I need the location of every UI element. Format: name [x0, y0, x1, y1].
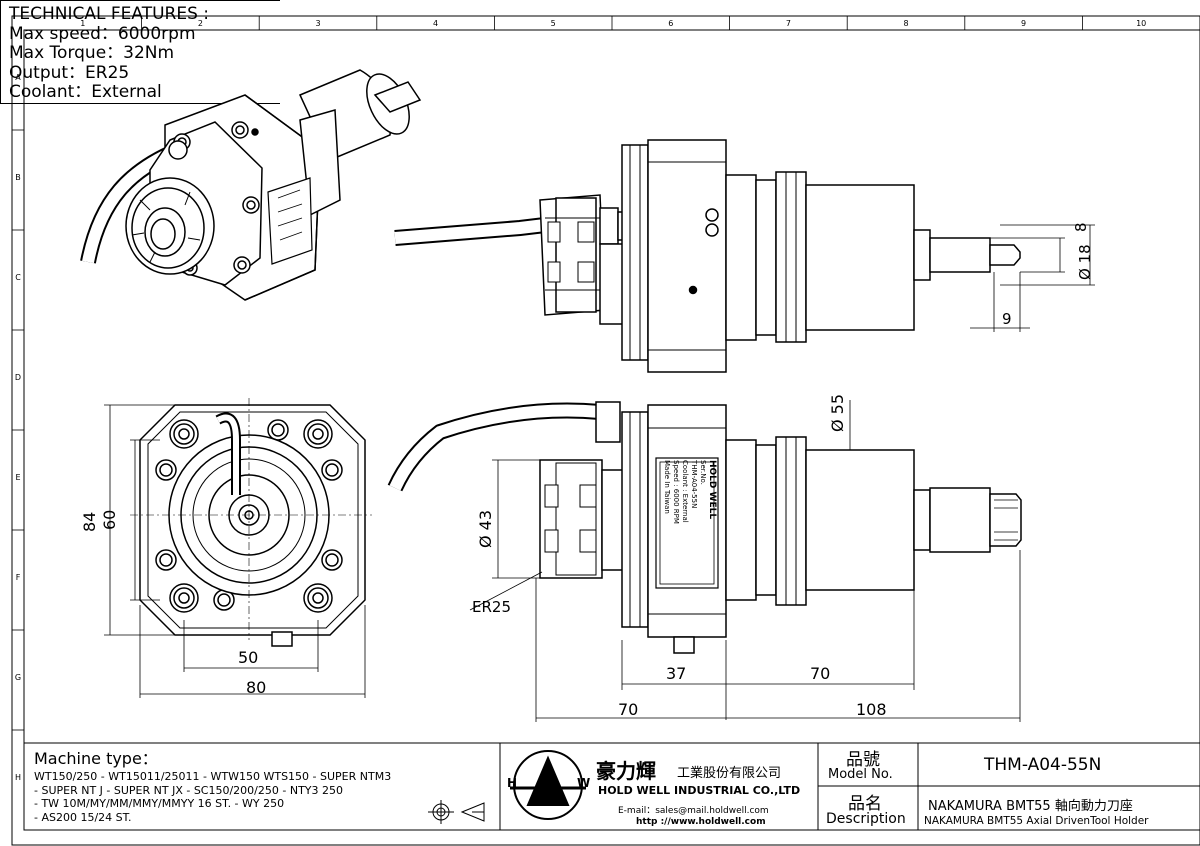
dim-body-diameter: Ø 55 [828, 393, 847, 432]
zone-column-label: 2 [198, 19, 203, 28]
dims-side-top [970, 224, 1095, 332]
dim-side-37: 37 [666, 664, 687, 683]
dim-collet-diameter: Ø 43 [476, 509, 495, 548]
zone-row-label: H [15, 773, 21, 782]
dim-side-108: 108 [856, 700, 887, 719]
dim-front-width-inner: 50 [238, 648, 259, 667]
zone-column-label: 4 [433, 19, 438, 28]
zone-column-label: 7 [786, 19, 791, 28]
title-block-grid [24, 742, 1200, 830]
zone-column-label: 3 [315, 19, 320, 28]
technical-features-panel: TECHNICAL FEATURES : Max speed：6000rpm M… [0, 0, 280, 104]
zone-column-label: 8 [903, 19, 908, 28]
bolt-icon [178, 592, 190, 604]
side-view-top [394, 139, 1021, 373]
machine-line-1: WT150/250 - WT15011/25011 - WTW150 WTS15… [34, 770, 392, 783]
zone-row-label: C [15, 273, 21, 282]
model-label-cn: 品號 [846, 750, 880, 770]
company-email: E-mail：sales@mail.holdwell.com [618, 806, 769, 816]
bolt-icon [312, 592, 324, 604]
tech-max-speed: Max speed：6000rpm [9, 23, 196, 44]
nameplate-line-2: THM-A04-55N [690, 460, 698, 509]
zone-row-label: D [15, 373, 21, 382]
dim-side-70-upper: 70 [810, 664, 831, 683]
tech-coolant: Coolant：External [9, 82, 162, 102]
bolt-icon [178, 428, 190, 440]
company-name-en: HOLD WELL INDUSTRIAL CO.,LTD [598, 784, 801, 797]
logo-letter-left: H [507, 776, 518, 790]
dim-side-70-lower: 70 [618, 700, 639, 719]
model-label-en: Model No. [828, 767, 893, 782]
zone-column-label: 9 [1021, 19, 1026, 28]
machine-line-4: - AS200 15/24 ST. [34, 810, 132, 824]
dim-front-height-outer: 84 [80, 511, 99, 532]
bolt-icon [312, 428, 324, 440]
company-name-cn: 豪力輝 [596, 759, 656, 783]
zone-row-label: A [15, 73, 21, 82]
nameplate: HOLD WELL Ser.No. THM-A04-55N Coolant : … [662, 460, 717, 584]
screw-icon [271, 423, 285, 437]
desc-label-cn: 品名 [848, 794, 882, 814]
zone-row-label: E [15, 473, 20, 482]
desc-label-en: Description [826, 811, 906, 827]
logo-letter-right: W [577, 776, 591, 790]
machine-type-list: WT150/250 - WT15011/25011 - WTW150 WTS15… [34, 770, 391, 824]
company-website: http ://www.holdwell.com [636, 817, 766, 827]
desc-value-cn: NAKAMURA BMT55 軸向動力刀座 [928, 799, 1133, 814]
iso-view [80, 69, 422, 301]
dim-shaft-key: 8 [1072, 222, 1090, 232]
zone-column-label: 1 [80, 19, 85, 28]
nameplate-brand: HOLD WELL [707, 460, 717, 520]
screw-icon [325, 463, 339, 477]
nameplate-line-5: Made In Taiwan [663, 460, 671, 514]
dim-collet-type: ER25 [472, 598, 511, 616]
dim-shaft-diameter: Ø 18 [1076, 244, 1094, 280]
tech-heading: TECHNICAL FEATURES : [9, 4, 210, 24]
dims-front [104, 404, 366, 698]
dim-front-width-outer: 80 [246, 678, 267, 697]
front-view [139, 404, 366, 647]
nameplate-line-3: Coolant : External [681, 460, 689, 523]
nameplate-line-4: Speed : 6000 RPM [672, 460, 680, 524]
dims-side-bottom [469, 400, 1021, 722]
machine-type-heading: Machine type： [34, 749, 158, 768]
dim-front-height-inner: 60 [100, 509, 119, 530]
zone-row-label: G [15, 673, 21, 682]
company-name-cn-suffix: 工業股份有限公司 [677, 766, 782, 781]
zone-column-label: 10 [1136, 19, 1146, 28]
screw-icon [159, 553, 173, 567]
screw-icon [217, 593, 231, 607]
zone-row-label: B [15, 173, 21, 182]
tech-max-torque: Max Torque：32Nm [9, 43, 175, 63]
tech-output: Output：ER25 [9, 62, 130, 83]
zone-column-label: 5 [551, 19, 556, 28]
dim-shaft-length: 9 [1002, 310, 1012, 328]
projection-symbol-icon [428, 800, 485, 824]
zone-row-label: F [16, 573, 21, 582]
model-value: THM-A04-55N [984, 755, 1102, 775]
screw-icon [159, 463, 173, 477]
desc-value-en: NAKAMURA BMT55 Axial DrivenTool Holder [924, 815, 1149, 827]
zone-column-label: 6 [668, 19, 673, 28]
company-logo-icon [510, 750, 586, 820]
machine-line-2: - SUPER NT J - SUPER NT JX - SC150/200/2… [34, 783, 343, 797]
screw-icon [325, 553, 339, 567]
machine-line-3: - TW 10M/MY/MM/MMY/MMYY 16 ST. - WY 250 [34, 797, 285, 810]
side-view-bottom [387, 401, 1022, 654]
nameplate-line-1: Ser.No. [699, 460, 707, 485]
